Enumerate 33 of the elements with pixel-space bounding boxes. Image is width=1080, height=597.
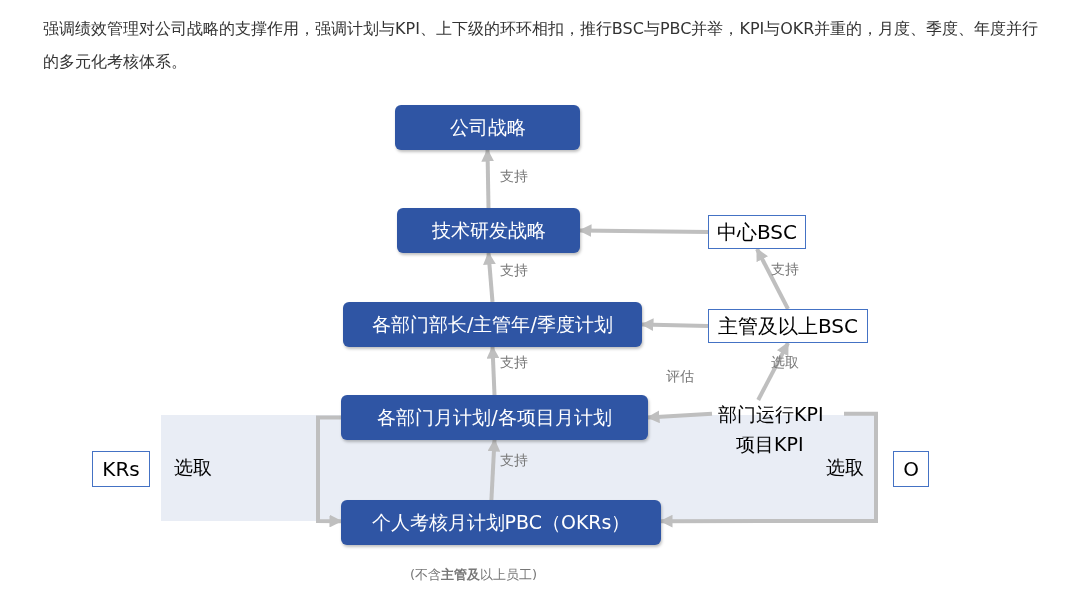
text-label: 选取: [826, 455, 864, 480]
edge-label: 支持: [500, 354, 528, 372]
edge-label: 评估: [666, 368, 694, 386]
arrow: [483, 251, 496, 303]
process-box: 各部门月计划/各项目月计划: [341, 395, 648, 440]
process-box: 公司战略: [395, 105, 580, 150]
node-text: 项目KPI: [736, 432, 804, 457]
edge-label: 选取: [771, 354, 799, 372]
edge-label: 支持: [500, 452, 528, 470]
arrow: [487, 438, 501, 501]
process-box: 个人考核月计划PBC（OKRs）: [341, 500, 661, 545]
arrow: [756, 341, 790, 401]
arrow: [640, 318, 709, 332]
outlined-box: KRs: [92, 451, 150, 487]
arrow: [316, 415, 343, 528]
arrow: [755, 247, 790, 310]
outlined-box: O: [893, 451, 929, 487]
node-text: 部门运行KPI: [718, 402, 824, 427]
edge-label: 支持: [500, 262, 528, 280]
intro-paragraph: 强调绩效管理对公司战略的支撑作用，强调计划与KPI、上下级的环环相扣，推行BSC与PBC并举，KPI与OKR并重的，月度、季度、年度并行的多元化考核体系。: [43, 18, 1040, 73]
edge-label: 支持: [771, 261, 799, 279]
arrow: [481, 148, 495, 209]
footnote: (不含主管及以上员工): [410, 566, 538, 584]
arrow: [578, 224, 709, 238]
process-box: 各部门部长/主管年/季度计划: [343, 302, 642, 347]
text-label: 选取: [174, 455, 212, 480]
outlined-box: 中心BSC: [708, 215, 806, 249]
arrow: [646, 410, 713, 424]
edge-label: 支持: [500, 168, 528, 186]
process-box: 技术研发战略: [397, 208, 580, 253]
outlined-box: 主管及以上BSC: [708, 309, 868, 343]
arrow: [486, 345, 500, 396]
arrow: [659, 411, 878, 528]
